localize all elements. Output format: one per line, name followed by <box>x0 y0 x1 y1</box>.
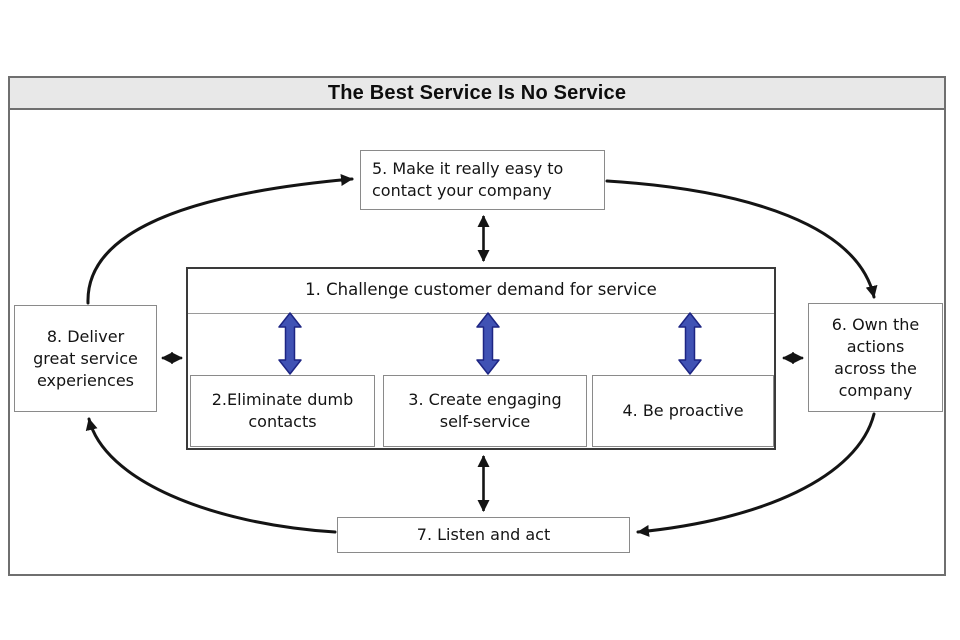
node-deliver-great-service: 8. Deliver great service experiences <box>14 305 157 412</box>
node-own-the-actions: 6. Own the actions across the company <box>808 303 943 412</box>
node-be-proactive: 4. Be proactive <box>592 375 774 447</box>
node-engaging-self-service: 3. Create engaging self-service <box>383 375 587 447</box>
node-listen-and-act: 7. Listen and act <box>337 517 630 553</box>
node-eliminate-dumb-contacts: 2.Eliminate dumb contacts <box>190 375 375 447</box>
diagram-title: The Best Service Is No Service <box>327 81 627 104</box>
container-divider-line <box>188 313 774 314</box>
diagram-title-bar: The Best Service Is No Service <box>8 76 946 110</box>
node-easy-contact: 5. Make it really easy to contact your c… <box>360 150 605 210</box>
node-challenge-demand: 1. Challenge customer demand for service <box>305 280 657 299</box>
